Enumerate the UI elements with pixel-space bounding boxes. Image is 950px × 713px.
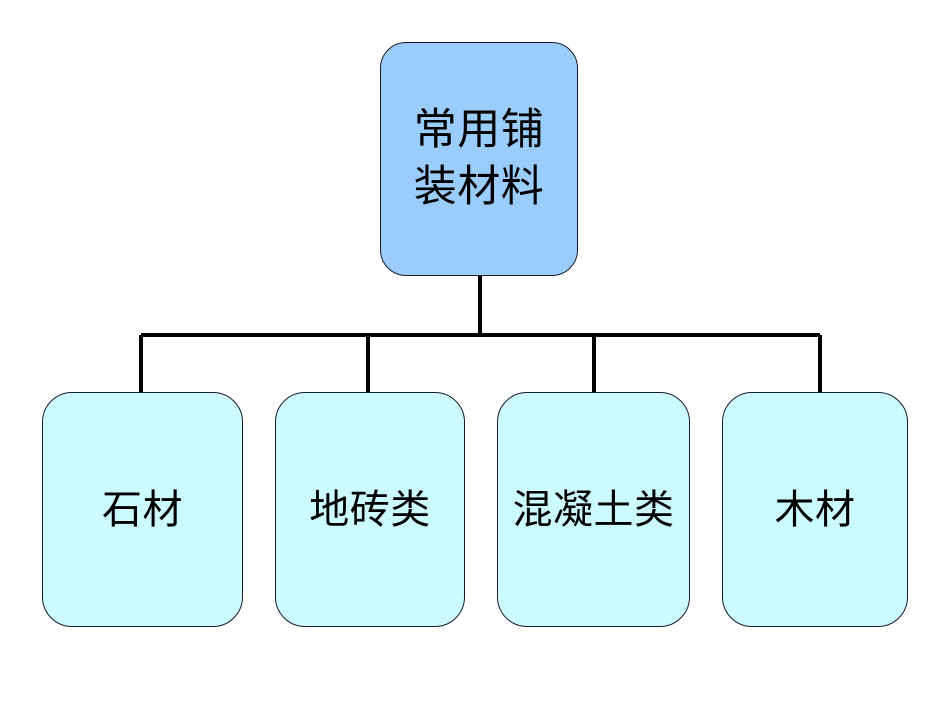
node-child-wood[interactable]: 木材 xyxy=(722,392,908,627)
node-child-concrete[interactable]: 混凝土类 xyxy=(497,392,690,627)
node-child-wood-label: 木材 xyxy=(774,486,856,533)
node-child-stone-label: 石材 xyxy=(102,486,183,533)
node-child-concrete-label: 混凝土类 xyxy=(512,486,675,533)
node-child-floor-tile[interactable]: 地砖类 xyxy=(275,392,465,627)
node-child-floor-tile-label: 地砖类 xyxy=(309,486,431,533)
node-root-label: 常用铺 装材料 xyxy=(413,105,545,212)
node-child-stone[interactable]: 石材 xyxy=(42,392,243,627)
node-root[interactable]: 常用铺 装材料 xyxy=(380,42,578,276)
